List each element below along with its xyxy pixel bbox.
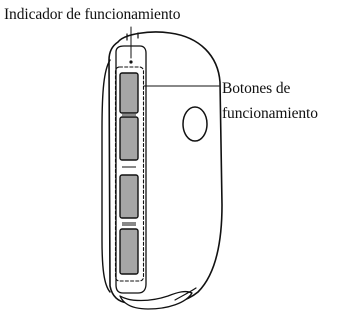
key-fob-bottom-detail xyxy=(119,290,193,310)
buttons-dashed-outline xyxy=(114,66,145,282)
key-fob-key-ring xyxy=(174,287,197,301)
operation-button-trunk[interactable] xyxy=(119,174,139,219)
operation-buttons-label-line2: funcionamiento xyxy=(222,105,318,122)
operation-buttons-label-line1: Botones de xyxy=(222,80,291,97)
key-fob-top-notch xyxy=(126,32,139,41)
key-fob-side-rail xyxy=(101,59,111,293)
operation-indicator-led xyxy=(129,60,133,64)
key-fob-side-panel xyxy=(115,45,147,294)
key-fob-side-boss xyxy=(182,106,208,142)
operation-indicator-label: Indicador de funcionamiento xyxy=(4,6,181,23)
operation-button-lock[interactable] xyxy=(119,72,139,114)
operation-button-panic[interactable] xyxy=(119,228,139,275)
operation-button-unlock[interactable] xyxy=(119,116,139,161)
